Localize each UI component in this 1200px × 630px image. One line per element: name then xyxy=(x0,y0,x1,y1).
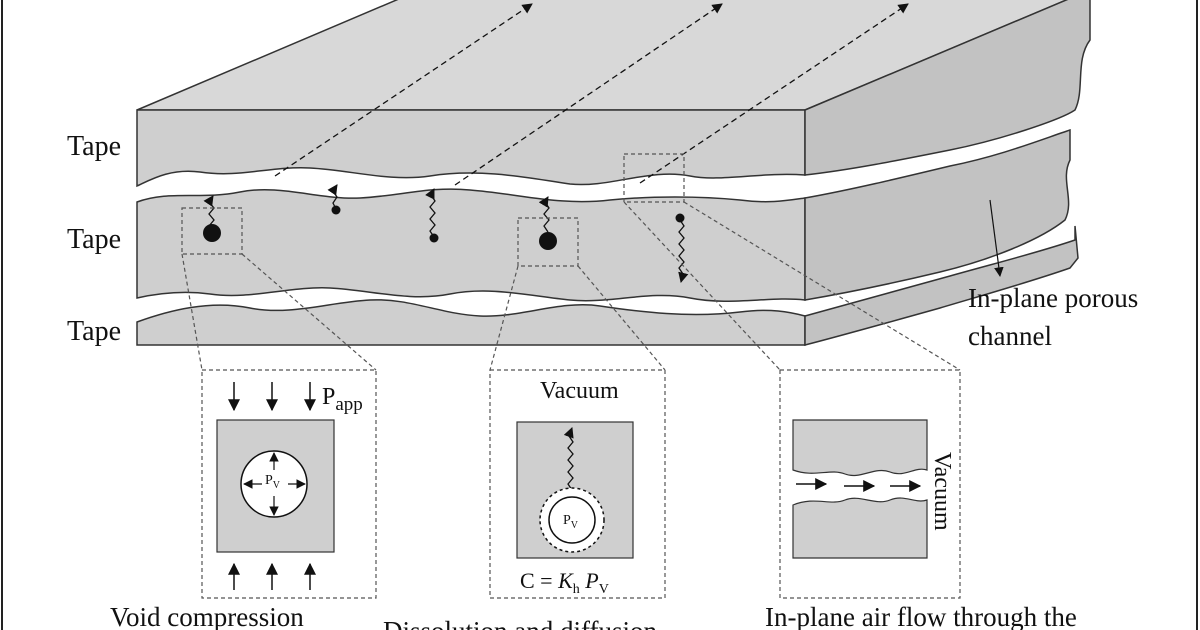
zoom-box-compression xyxy=(181,207,243,255)
void-small-1 xyxy=(331,205,341,215)
void-small-2 xyxy=(429,233,439,243)
applied-pressure-label: Papp xyxy=(322,384,363,415)
tape-middle-layer xyxy=(136,128,1071,302)
airflow-vacuum-label: Vacuum xyxy=(929,452,955,531)
voids-and-diffusion xyxy=(203,184,689,284)
caption-dissolution: Dissolution and diffusion xyxy=(383,616,658,630)
airflow-arrows xyxy=(796,478,922,492)
tape-bottom-layer xyxy=(136,225,1079,346)
in-plane-flow-arrows xyxy=(274,3,909,186)
airflow-lower-block xyxy=(792,497,928,559)
diffusion-path-4 xyxy=(538,196,550,233)
void-circle xyxy=(240,450,308,518)
henry-equation: C = Kh PV xyxy=(520,568,609,597)
inset-dissolution-frame xyxy=(489,369,666,599)
inset-compression: Papp PV Void compression xyxy=(110,369,377,630)
zoom-connectors xyxy=(181,201,961,371)
channel-label-line1: In-plane porous xyxy=(968,283,1138,313)
tape-middle-front xyxy=(136,188,806,302)
inset-airflow: Vacuum In-plane air flow through the xyxy=(765,369,1077,630)
inset-dissolution: Vacuum PV C = Kh PV Dissolution and diff… xyxy=(383,369,666,630)
diffusion-path-3 xyxy=(425,188,436,238)
dissolving-void-label: PV xyxy=(563,513,579,531)
diffusion-path-2 xyxy=(327,184,338,210)
tape-top-front xyxy=(136,109,806,188)
dissolving-void-core xyxy=(548,496,596,544)
zoom-box-dissolution xyxy=(517,217,579,267)
dissolution-diffusion-path xyxy=(563,427,574,491)
tape-top-layer xyxy=(136,0,1091,188)
tape-middle-side xyxy=(804,128,1071,301)
airflow-upper-block xyxy=(792,419,928,476)
layer-label-top: Tape xyxy=(67,131,121,162)
void-small-3 xyxy=(675,213,685,223)
void-pressure-arrows xyxy=(243,452,306,516)
connector-c2 xyxy=(241,253,377,371)
flow-arrow-1 xyxy=(274,3,533,177)
connector-a2 xyxy=(683,201,961,371)
dissolution-vacuum-label: Vacuum xyxy=(540,378,619,404)
tape-bottom-front xyxy=(136,299,806,346)
channel-label-line2: channel xyxy=(968,321,1052,351)
diffusion-path-5 xyxy=(678,219,689,284)
layer-label-middle: Tape xyxy=(67,224,121,255)
inset-airflow-frame xyxy=(779,369,961,599)
flow-arrow-2 xyxy=(454,3,723,186)
void-pressure-label: PV xyxy=(265,473,281,491)
applied-pressure-arrows-bottom xyxy=(228,562,316,590)
flow-arrow-3 xyxy=(639,3,909,184)
connector-c1 xyxy=(181,253,203,371)
tape-bottom-side xyxy=(804,225,1079,346)
void-large-left xyxy=(203,224,221,242)
connector-d2 xyxy=(577,265,666,371)
applied-pressure-arrows-top xyxy=(228,382,316,412)
connector-d1 xyxy=(489,265,519,371)
inset-compression-frame xyxy=(201,369,377,599)
connector-a1 xyxy=(623,201,781,371)
channel-pointer-line xyxy=(989,199,1004,277)
tape-top-side xyxy=(804,0,1091,176)
void-large-mid xyxy=(539,232,557,250)
zoom-source-boxes xyxy=(181,153,685,267)
layer-label-bottom: Tape xyxy=(67,316,121,347)
caption-compression: Void compression xyxy=(110,602,304,630)
caption-airflow: In-plane air flow through the xyxy=(765,602,1077,630)
zoom-box-airflow xyxy=(623,153,685,203)
